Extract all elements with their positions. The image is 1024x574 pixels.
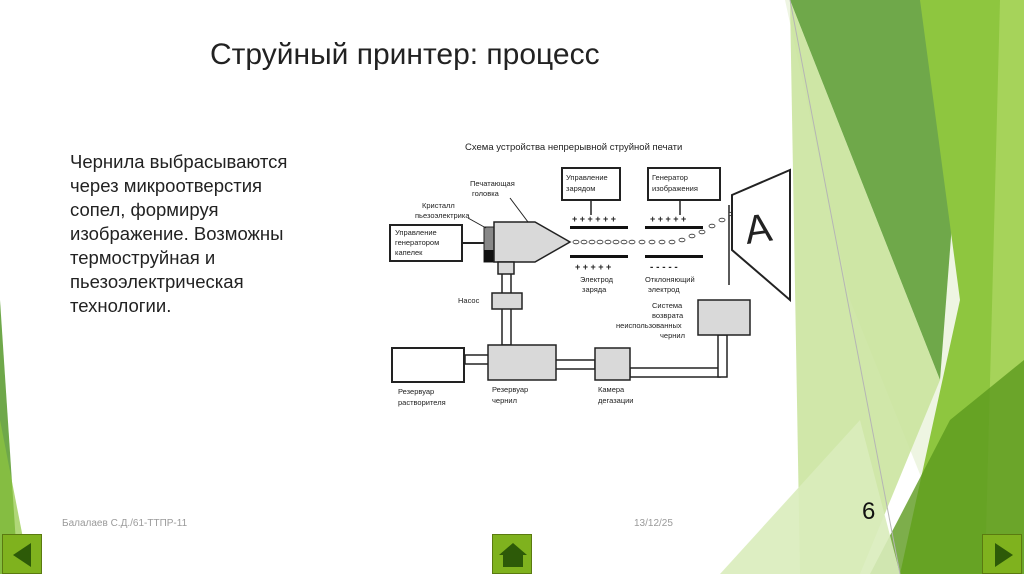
body-line: пьезоэлектрическая — [70, 271, 244, 292]
body-line: изображение. Возможны — [70, 223, 284, 244]
svg-text:изображения: изображения — [652, 184, 698, 193]
svg-text:пьезоэлектрика: пьезоэлектрика — [415, 211, 470, 220]
body-line: сопел, формируя — [70, 199, 219, 220]
solvent-reservoir — [391, 347, 465, 383]
svg-text:чернил: чернил — [492, 396, 517, 405]
svg-text:дегазации: дегазации — [598, 396, 634, 405]
degassing-chamber — [594, 347, 631, 381]
svg-text:чернил: чернил — [660, 331, 685, 340]
svg-text:заряда: заряда — [582, 285, 607, 294]
diagram-title: Схема устройства непрерывной струйной пе… — [465, 142, 682, 153]
svg-text:Генератор: Генератор — [652, 173, 688, 182]
svg-text:электрод: электрод — [648, 285, 680, 294]
triangle-left-icon — [13, 543, 31, 567]
ink-reservoir — [487, 344, 557, 381]
svg-text:капелек: капелек — [395, 248, 423, 257]
paper-sheet: A — [731, 168, 791, 303]
print-head — [483, 221, 572, 275]
house-icon — [499, 543, 527, 567]
svg-text:генератором: генератором — [395, 238, 439, 247]
droplet-stream — [572, 205, 746, 245]
pump — [491, 292, 523, 310]
inkjet-diagram: Схема устройства непрерывной струйной пе… — [389, 142, 791, 407]
svg-text:неиспользованных: неиспользованных — [616, 321, 682, 330]
svg-text:Насос: Насос — [458, 296, 480, 305]
svg-text:Электрод: Электрод — [580, 275, 614, 284]
svg-text:возврата: возврата — [652, 311, 684, 320]
svg-text:Резервуар: Резервуар — [492, 385, 528, 394]
image-generator-box: Генератор изображения — [647, 167, 721, 201]
charge-control-box: Управление зарядом — [561, 167, 621, 201]
charge-plus-top: + + + + + + — [572, 214, 616, 224]
svg-text:растворителя: растворителя — [398, 398, 446, 407]
body-text: Чернила выбрасываются через микроотверст… — [70, 150, 340, 318]
deflect-plus-top: + + + + + — [650, 214, 686, 224]
body-line: Чернила выбрасываются — [70, 151, 288, 172]
paper-letter: A — [742, 206, 775, 253]
svg-text:Отклоняющий: Отклоняющий — [645, 275, 695, 284]
svg-text:Управление: Управление — [395, 228, 437, 237]
next-slide-button[interactable] — [982, 534, 1022, 574]
deflect-minus: - - - - - — [650, 262, 678, 273]
body-line: технологии. — [70, 295, 172, 316]
slide-number: 6 — [862, 498, 876, 525]
triangle-right-icon — [995, 543, 1013, 567]
body-line: термоструйная и — [70, 247, 216, 268]
svg-text:Управление: Управление — [566, 173, 608, 182]
footer-author: Балалаев С.Д./61-ТТПР-11 — [62, 518, 188, 529]
svg-text:Камера: Камера — [598, 385, 625, 394]
charge-plus-bottom: + + + + + — [575, 262, 611, 272]
svg-text:Печатающая: Печатающая — [470, 179, 515, 188]
svg-text:Система: Система — [652, 301, 683, 310]
footer-date: 13/12/25 — [634, 518, 673, 529]
svg-text:зарядом: зарядом — [566, 184, 595, 193]
slide-title: Струйный принтер: процесс — [210, 38, 600, 71]
prev-slide-button[interactable] — [2, 534, 42, 574]
svg-text:Кристалл: Кристалл — [422, 201, 455, 210]
home-button[interactable] — [492, 534, 532, 574]
svg-text:головка: головка — [472, 189, 500, 198]
body-line: через микроотверстия — [70, 175, 263, 196]
svg-text:Резервуар: Резервуар — [398, 387, 434, 396]
droplet-control-box: Управление генератором капелек — [389, 224, 463, 262]
return-system — [697, 299, 751, 336]
